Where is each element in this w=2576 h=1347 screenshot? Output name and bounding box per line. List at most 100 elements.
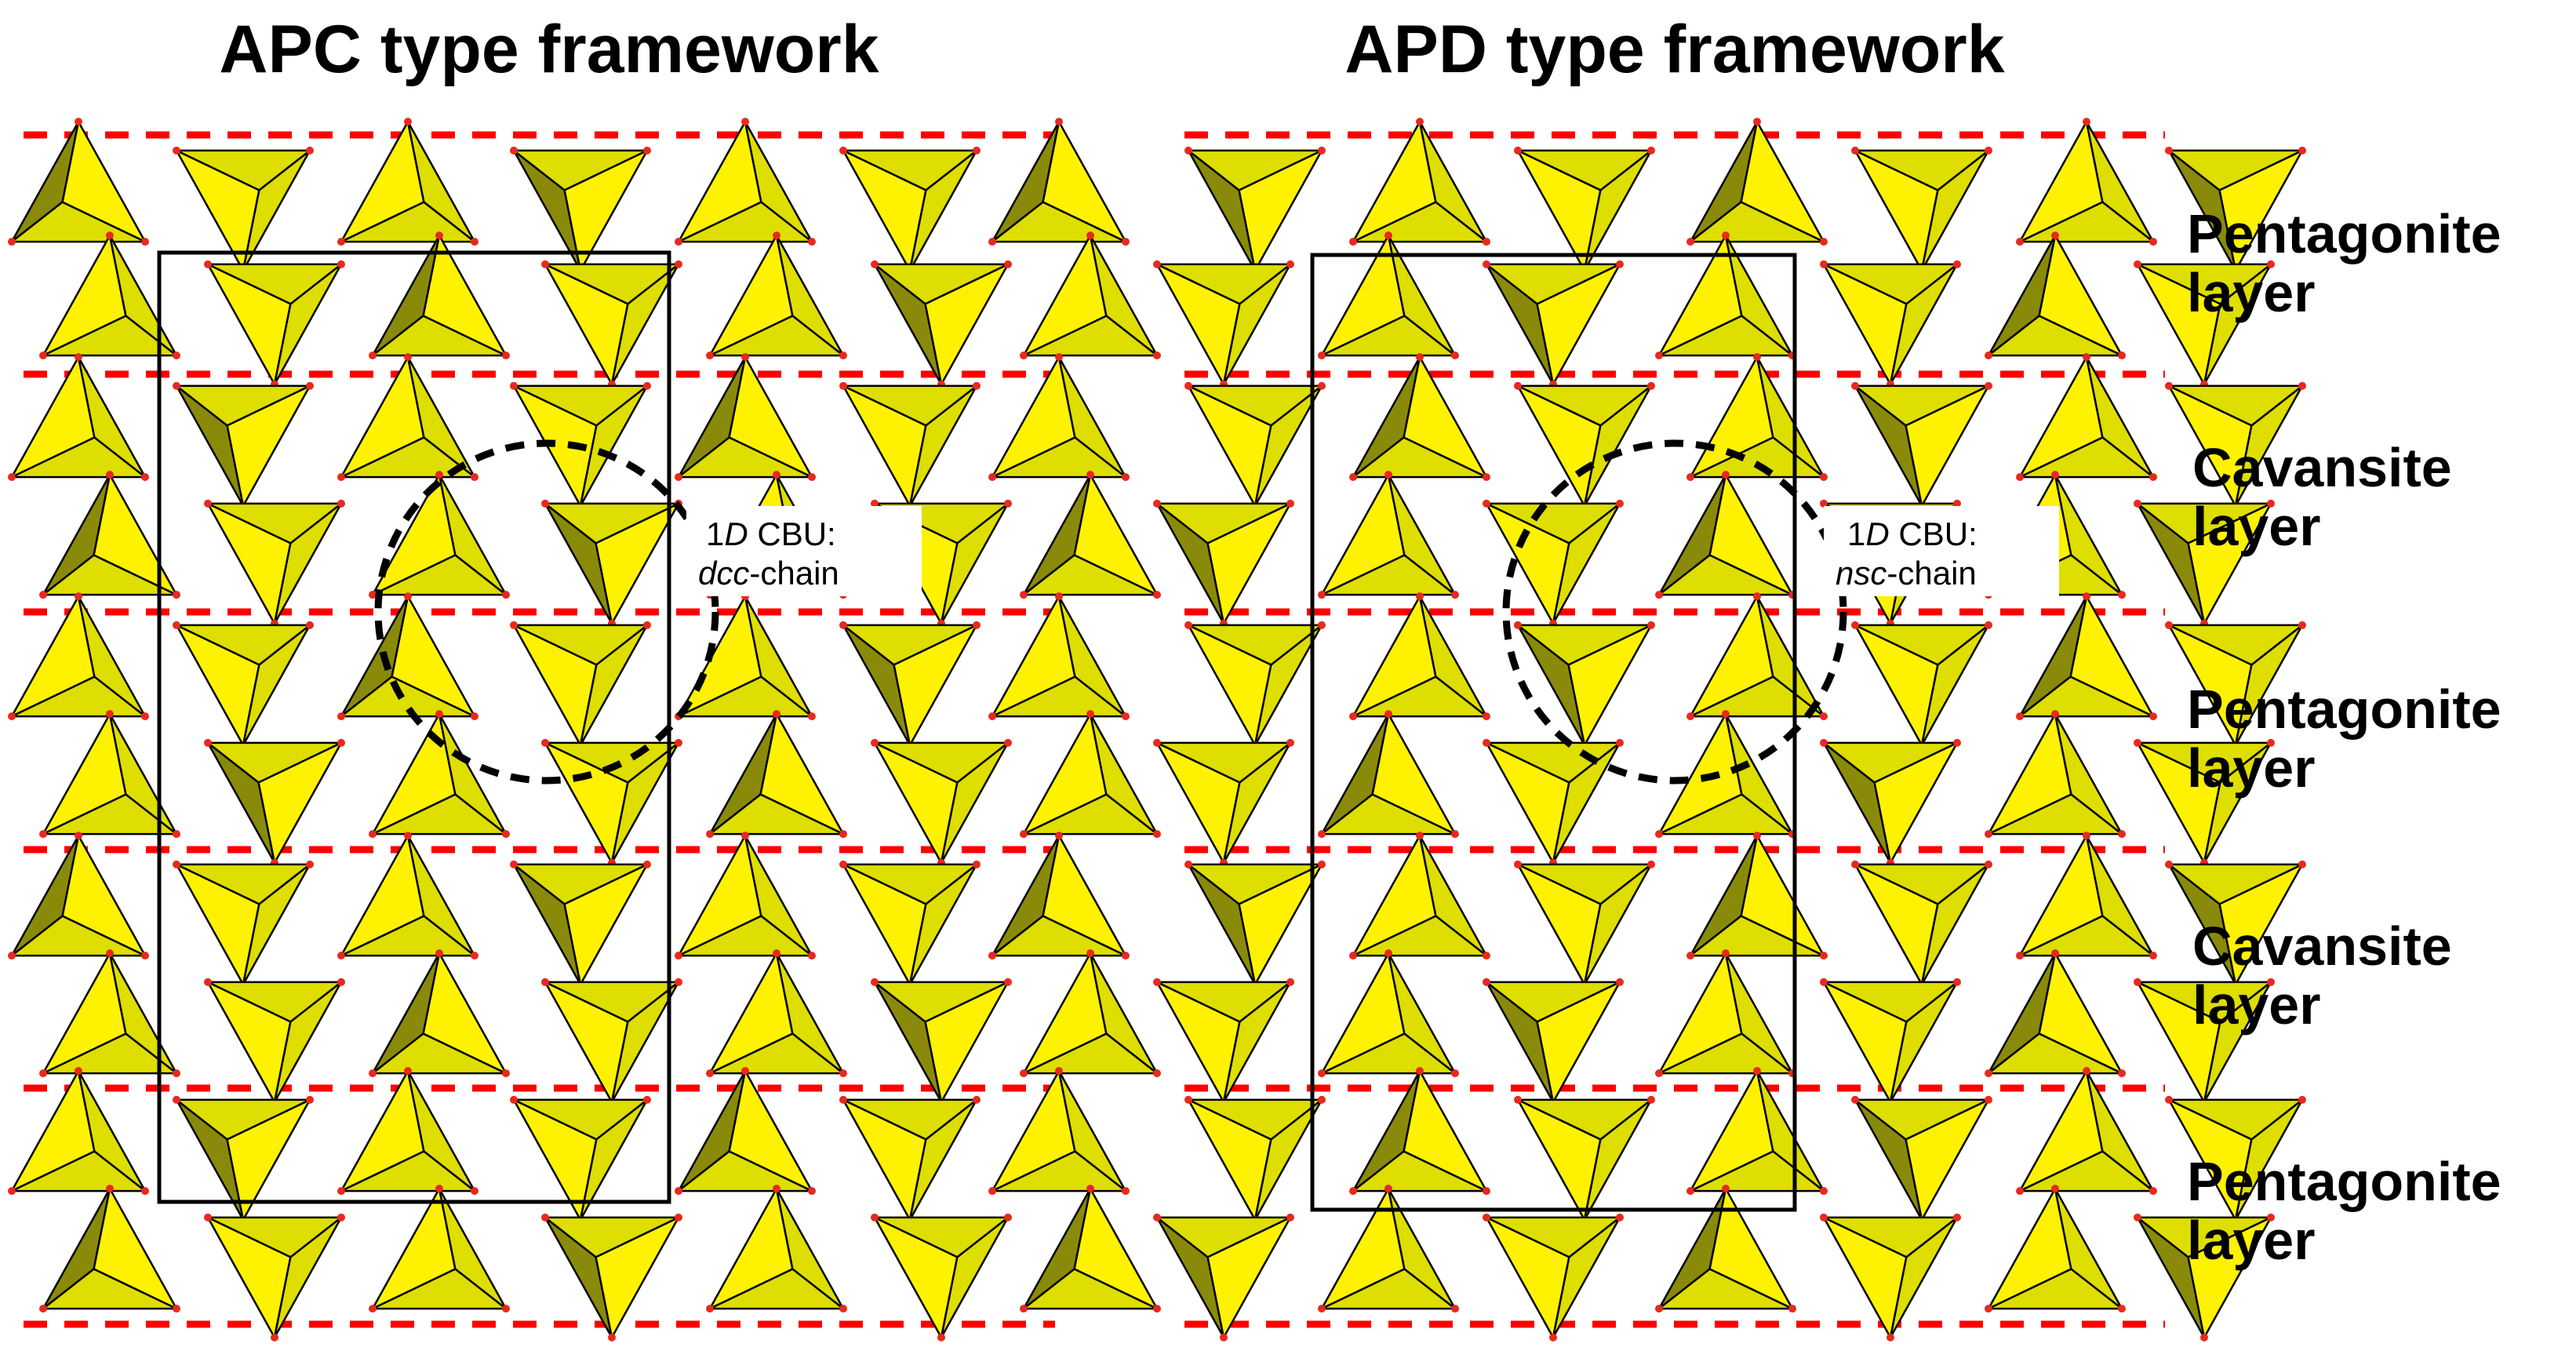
oxygen-node <box>1820 1187 1828 1196</box>
tetrahedron-face <box>42 1268 178 1310</box>
sio4-tetrahedron <box>1686 118 1828 246</box>
tetrahedron-face <box>991 1150 1127 1192</box>
oxygen-node <box>1318 621 1326 629</box>
layer-boundaries <box>24 131 2165 1328</box>
tetrahedron-face <box>842 624 978 666</box>
sio4-tetrahedron <box>1020 471 1161 599</box>
tetrahedron-face <box>1657 793 1794 836</box>
oxygen-node <box>2051 1185 2059 1193</box>
oxygen-node <box>706 1305 714 1313</box>
oxygen-node <box>1286 977 1294 986</box>
tetrahedron-face <box>1320 554 1457 596</box>
sio4-tetrahedron <box>541 499 682 628</box>
tetrahedron-face <box>1689 1150 1825 1192</box>
tetrahedron-face <box>1987 1268 2123 1310</box>
oxygen-node <box>2083 118 2090 126</box>
tetrahedron-face <box>206 981 343 1023</box>
oxygen-node <box>39 830 47 839</box>
sio4-tetrahedron <box>988 1067 1130 1196</box>
sio4-tetrahedron <box>675 832 816 960</box>
tetrahedron-face <box>1155 1216 1292 1258</box>
oxygen-node <box>1318 1095 1326 1104</box>
oxygen-node <box>1055 832 1063 840</box>
oxygen-node <box>1416 1067 1424 1076</box>
sio4-tetrahedron <box>2016 832 2157 960</box>
oxygen-node <box>2118 1069 2126 1078</box>
oxygen-node <box>1953 977 1961 986</box>
tetrahedron-face <box>2167 624 2304 666</box>
oxygen-node <box>1020 1069 1028 1078</box>
oxygen-node <box>1686 952 1694 960</box>
tetrahedron-face <box>1987 1032 2123 1075</box>
oxygen-node <box>1184 860 1192 868</box>
sio4-tetrahedron <box>675 1067 816 1196</box>
oxygen-node <box>2051 471 2059 479</box>
oxygen-node <box>871 738 879 747</box>
oxygen-node <box>1004 499 1012 508</box>
oxygen-node <box>1820 712 1828 721</box>
oxygen-node <box>1722 471 1730 479</box>
oxygen-node <box>106 471 114 479</box>
oxygen-node <box>643 1095 651 1104</box>
oxygen-node <box>1686 1187 1694 1196</box>
tetrahedron-face <box>1022 554 1159 596</box>
oxygen-node <box>1416 832 1424 840</box>
oxygen-node <box>773 949 780 958</box>
sio4-tetrahedron <box>1985 231 2126 360</box>
tetrahedron-face <box>991 675 1127 718</box>
oxygen-node <box>1616 499 1624 508</box>
oxygen-node <box>1514 621 1522 629</box>
sio4-tetrahedron <box>1514 1095 1655 1224</box>
oxygen-node <box>369 591 377 599</box>
oxygen-node <box>173 146 180 155</box>
oxygen-node <box>2267 1213 2275 1221</box>
layer-label-2: Cavansite layer <box>2192 437 2467 557</box>
tetrahedron-face <box>1689 436 1825 479</box>
sio4-tetrahedron <box>2016 353 2157 482</box>
oxygen-node <box>1655 1305 1663 1313</box>
oxygen-node <box>541 260 549 268</box>
sio4-tetrahedron <box>1985 1185 2126 1313</box>
oxygen-node <box>1384 231 1392 240</box>
oxygen-node <box>675 1213 682 1221</box>
oxygen-node <box>1318 830 1326 839</box>
oxygen-node <box>1004 738 1012 747</box>
oxygen-node <box>1887 1333 1894 1342</box>
oxygen-node <box>1753 118 1761 126</box>
sio4-tetrahedron <box>1184 1095 1326 1224</box>
oxygen-node <box>988 712 996 721</box>
tetrahedron-face <box>677 675 813 718</box>
oxygen-node <box>973 146 981 155</box>
oxygen-node <box>1122 1187 1130 1196</box>
apc-cbu-highlight-circle <box>374 439 719 785</box>
oxygen-node <box>1851 381 1859 390</box>
sio4-tetrahedron <box>1985 949 2126 1078</box>
tetrahedron-face <box>544 263 680 305</box>
oxygen-node <box>1953 738 1961 747</box>
oxygen-node <box>75 1067 82 1076</box>
oxygen-node <box>988 1187 996 1196</box>
oxygen-node <box>1483 977 1490 986</box>
oxygen-node <box>1483 499 1490 508</box>
sio4-tetrahedron <box>1851 146 1992 275</box>
oxygen-node <box>173 1305 180 1313</box>
oxygen-node <box>1055 1067 1063 1076</box>
sio4-tetrahedron <box>1483 977 1624 1106</box>
oxygen-node <box>204 738 212 747</box>
oxygen-node <box>675 260 682 268</box>
svg-text:1D CBU:: 1D CBU: <box>1847 515 1977 552</box>
sio4-tetrahedron <box>1851 1095 1992 1224</box>
sio4-tetrahedron <box>1020 1185 1161 1313</box>
oxygen-node <box>106 1185 114 1193</box>
sio4-tetrahedron <box>1483 1213 1624 1342</box>
oxygen-node <box>2118 351 2126 360</box>
oxygen-node <box>141 473 149 482</box>
apd-cbu-highlight-circle <box>1502 439 1847 785</box>
oxygen-node <box>510 381 518 390</box>
tetrahedron-face <box>873 263 1010 305</box>
oxygen-node <box>1953 260 1961 268</box>
oxygen-node <box>1851 146 1859 155</box>
oxygen-node <box>1647 621 1655 629</box>
oxygen-node <box>1286 1213 1294 1221</box>
sio4-tetrahedron <box>1349 592 1490 721</box>
